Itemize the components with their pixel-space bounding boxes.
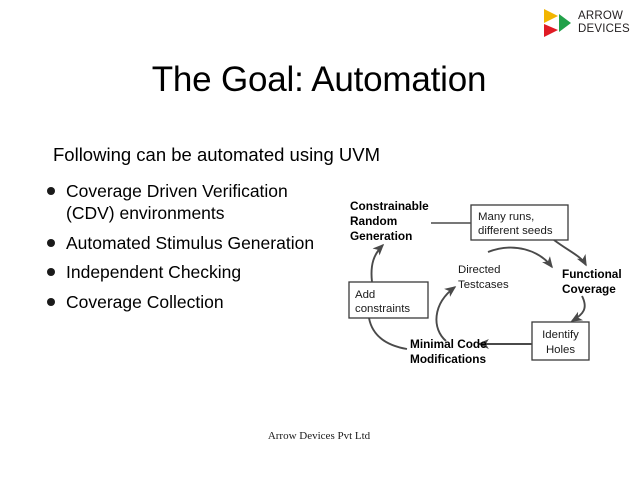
arrow-minimal-code-to-add-constraints: [368, 317, 408, 350]
arrow-functional-coverage-to-identify-holes: [570, 295, 586, 322]
arrow-devices-logo-icon: [541, 7, 573, 39]
arrow-add-constraints-to-crg: [370, 243, 385, 283]
node-identify-holes-line-1: Identify: [542, 329, 579, 341]
node-functional-coverage-line-1: Functional: [562, 267, 622, 281]
node-add-constraints-line-2: constraints: [355, 303, 410, 315]
node-functional-coverage-line-2: Coverage: [562, 282, 616, 296]
node-directed-testcases-line-2: Testcases: [458, 279, 509, 291]
brand-logo: ARROW DEVICES: [541, 4, 633, 42]
bullet-dot-icon: [47, 268, 55, 277]
node-add-constraints-line-1: Add: [355, 289, 375, 301]
node-many-runs-line-2: different seeds: [478, 225, 553, 237]
logo-wordmark: ARROW DEVICES: [578, 10, 630, 36]
slide-title: The Goal: Automation: [151, 60, 487, 100]
lead-line: Following can be automated using UVM: [53, 144, 381, 165]
bullet-dot-icon: [47, 297, 55, 306]
cdv-flow-diagram: Constrainable Random Generation Many run…: [336, 186, 636, 370]
list-item: Independent Checking: [44, 261, 334, 283]
list-item-label: Coverage Collection: [66, 291, 224, 312]
node-identify-holes-line-2: Holes: [546, 344, 575, 356]
node-minimal-code-line-2: Modifications: [410, 352, 486, 366]
bullet-dot-icon: [47, 187, 55, 195]
node-add-constraints-box: [348, 281, 429, 319]
arrow-minimal-code-to-directed-testcases: [435, 286, 457, 342]
list-item-label: Automated Stimulus Generation: [66, 232, 315, 253]
logo-name-line-1: ARROW: [578, 10, 624, 23]
node-directed-testcases-line-1: Directed: [458, 264, 500, 276]
logo-name-line-2: DEVICES: [578, 23, 630, 35]
list-item: Coverage Driven Verification (CDV) envir…: [44, 180, 334, 225]
bullet-dot-icon: [47, 238, 55, 247]
arrow-directed-testcases-to-functional-coverage: [487, 246, 553, 269]
list-item-label: Coverage Driven Verification (CDV) envir…: [66, 181, 288, 224]
slide-footer: Arrow Devices Pvt Ltd: [267, 430, 371, 442]
node-minimal-code-line-1: Minimal Code: [410, 337, 487, 351]
node-crg-line-1: Constrainable: [350, 199, 429, 213]
arrow-many-runs-to-functional-coverage: [553, 239, 587, 267]
list-item-label: Independent Checking: [66, 262, 242, 283]
node-identify-holes-box: [531, 321, 590, 361]
list-item: Automated Stimulus Generation: [44, 232, 334, 254]
node-crg-line-2: Random: [350, 214, 397, 228]
node-many-runs-line-1: Many runs,: [478, 211, 534, 223]
node-crg-line-3: Generation: [350, 229, 412, 243]
list-item: Coverage Collection: [44, 291, 334, 313]
bullet-list: Coverage Driven Verification (CDV) envir…: [44, 180, 334, 320]
